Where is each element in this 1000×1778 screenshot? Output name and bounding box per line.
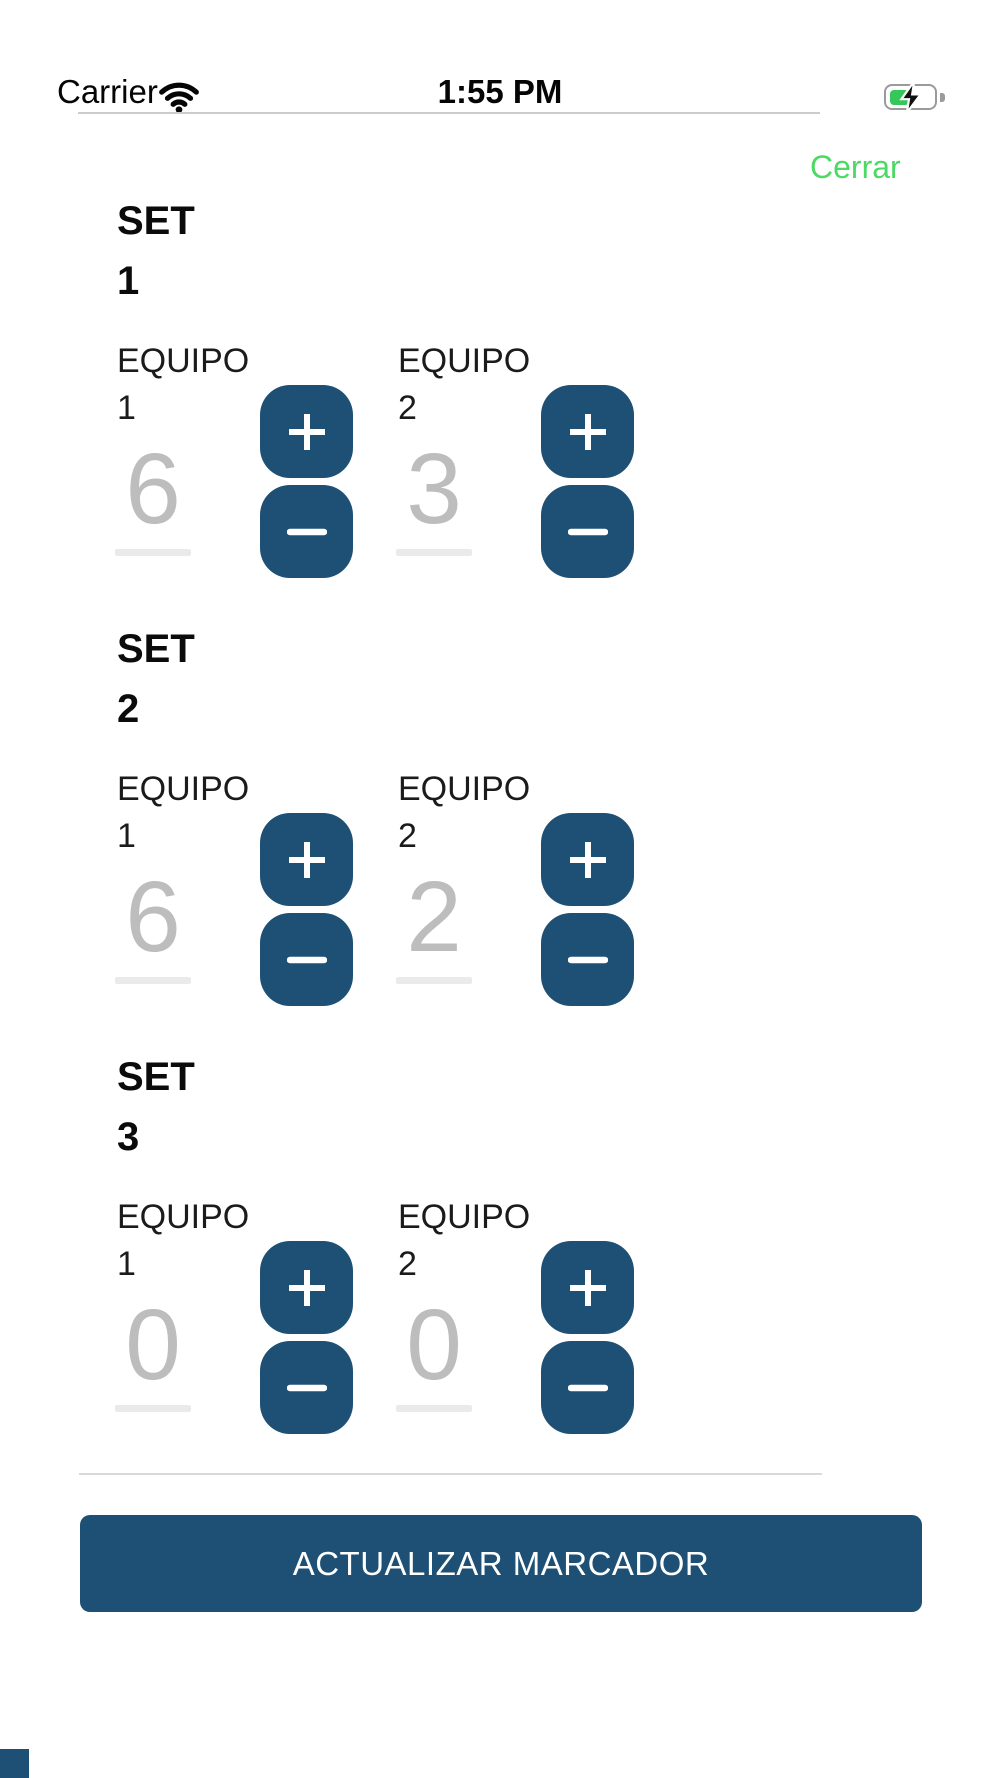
- increment-button-set3-team1[interactable]: [260, 1241, 353, 1334]
- minus-icon: [286, 528, 327, 535]
- decrement-button-set3-team1[interactable]: [260, 1341, 353, 1434]
- team-block-equipo1: EQUIPO 1: [115, 1047, 355, 1475]
- set-section-1: SET 1 EQUIPO 1 EQUIPO 2: [0, 191, 1000, 619]
- close-button[interactable]: Cerrar: [810, 148, 930, 186]
- decrement-button-set3-team2[interactable]: [541, 1341, 634, 1434]
- battery-fill: [890, 89, 909, 105]
- team-label: EQUIPO 2: [398, 342, 531, 427]
- plus-icon: [569, 413, 606, 450]
- statusbar-divider: [78, 112, 820, 114]
- minus-icon: [567, 1384, 608, 1391]
- score-underline: [115, 1405, 191, 1412]
- team-block-equipo2: EQUIPO 2: [396, 191, 636, 619]
- wifi-icon: [159, 82, 199, 113]
- score-underline: [396, 977, 472, 984]
- score-input-set1-team2[interactable]: [396, 439, 472, 539]
- plus-icon: [569, 1269, 606, 1306]
- team-label: EQUIPO 1: [117, 1198, 250, 1283]
- set-section-3: SET 3 EQUIPO 1 EQUIPO 2: [0, 1047, 1000, 1475]
- set-title: SET 3: [117, 1055, 195, 1159]
- score-underline: [115, 977, 191, 984]
- score-input-set2-team2[interactable]: [396, 867, 472, 967]
- plus-icon: [288, 413, 325, 450]
- team-label: EQUIPO 1: [117, 342, 250, 427]
- charging-bolt-icon: [899, 80, 923, 114]
- plus-icon: [569, 841, 606, 878]
- score-input-set1-team1[interactable]: [115, 439, 191, 539]
- score-input-set2-team1[interactable]: [115, 867, 191, 967]
- battery-nub: [940, 93, 945, 102]
- score-underline: [115, 549, 191, 556]
- plus-icon: [288, 1269, 325, 1306]
- decrement-button-set1-team1[interactable]: [260, 485, 353, 578]
- plus-icon: [288, 841, 325, 878]
- score-underline: [396, 1405, 472, 1412]
- team-label: EQUIPO 2: [398, 1198, 531, 1283]
- minus-icon: [286, 1384, 327, 1391]
- decrement-button-set1-team2[interactable]: [541, 485, 634, 578]
- decrement-button-set2-team1[interactable]: [260, 913, 353, 1006]
- increment-button-set1-team1[interactable]: [260, 385, 353, 478]
- team-block-equipo1: EQUIPO 1: [115, 191, 355, 619]
- team-label: EQUIPO 1: [117, 770, 250, 855]
- minus-icon: [286, 956, 327, 963]
- bottom-left-blue-fragment: [0, 1749, 29, 1778]
- score-input-set3-team2[interactable]: [396, 1295, 472, 1395]
- content-divider: [79, 1473, 822, 1475]
- team-block-equipo2: EQUIPO 2: [396, 619, 636, 1047]
- decrement-button-set2-team2[interactable]: [541, 913, 634, 1006]
- increment-button-set2-team2[interactable]: [541, 813, 634, 906]
- update-score-button[interactable]: ACTUALIZAR MARCADOR: [80, 1515, 922, 1612]
- increment-button-set3-team2[interactable]: [541, 1241, 634, 1334]
- update-score-label: ACTUALIZAR MARCADOR: [292, 1544, 710, 1582]
- set-title: SET 1: [117, 199, 195, 303]
- score-underline: [396, 549, 472, 556]
- time-label: 1:55 PM: [437, 73, 563, 110]
- set-section-2: SET 2 EQUIPO 1 EQUIPO 2: [0, 619, 1000, 1047]
- minus-icon: [567, 956, 608, 963]
- minus-icon: [567, 528, 608, 535]
- increment-button-set1-team2[interactable]: [541, 385, 634, 478]
- set-title: SET 2: [117, 627, 195, 731]
- team-label: EQUIPO 2: [398, 770, 531, 855]
- team-block-equipo1: EQUIPO 1: [115, 619, 355, 1047]
- team-block-equipo2: EQUIPO 2: [396, 1047, 636, 1475]
- increment-button-set2-team1[interactable]: [260, 813, 353, 906]
- carrier-label: Carrier: [57, 73, 158, 110]
- score-input-set3-team1[interactable]: [115, 1295, 191, 1395]
